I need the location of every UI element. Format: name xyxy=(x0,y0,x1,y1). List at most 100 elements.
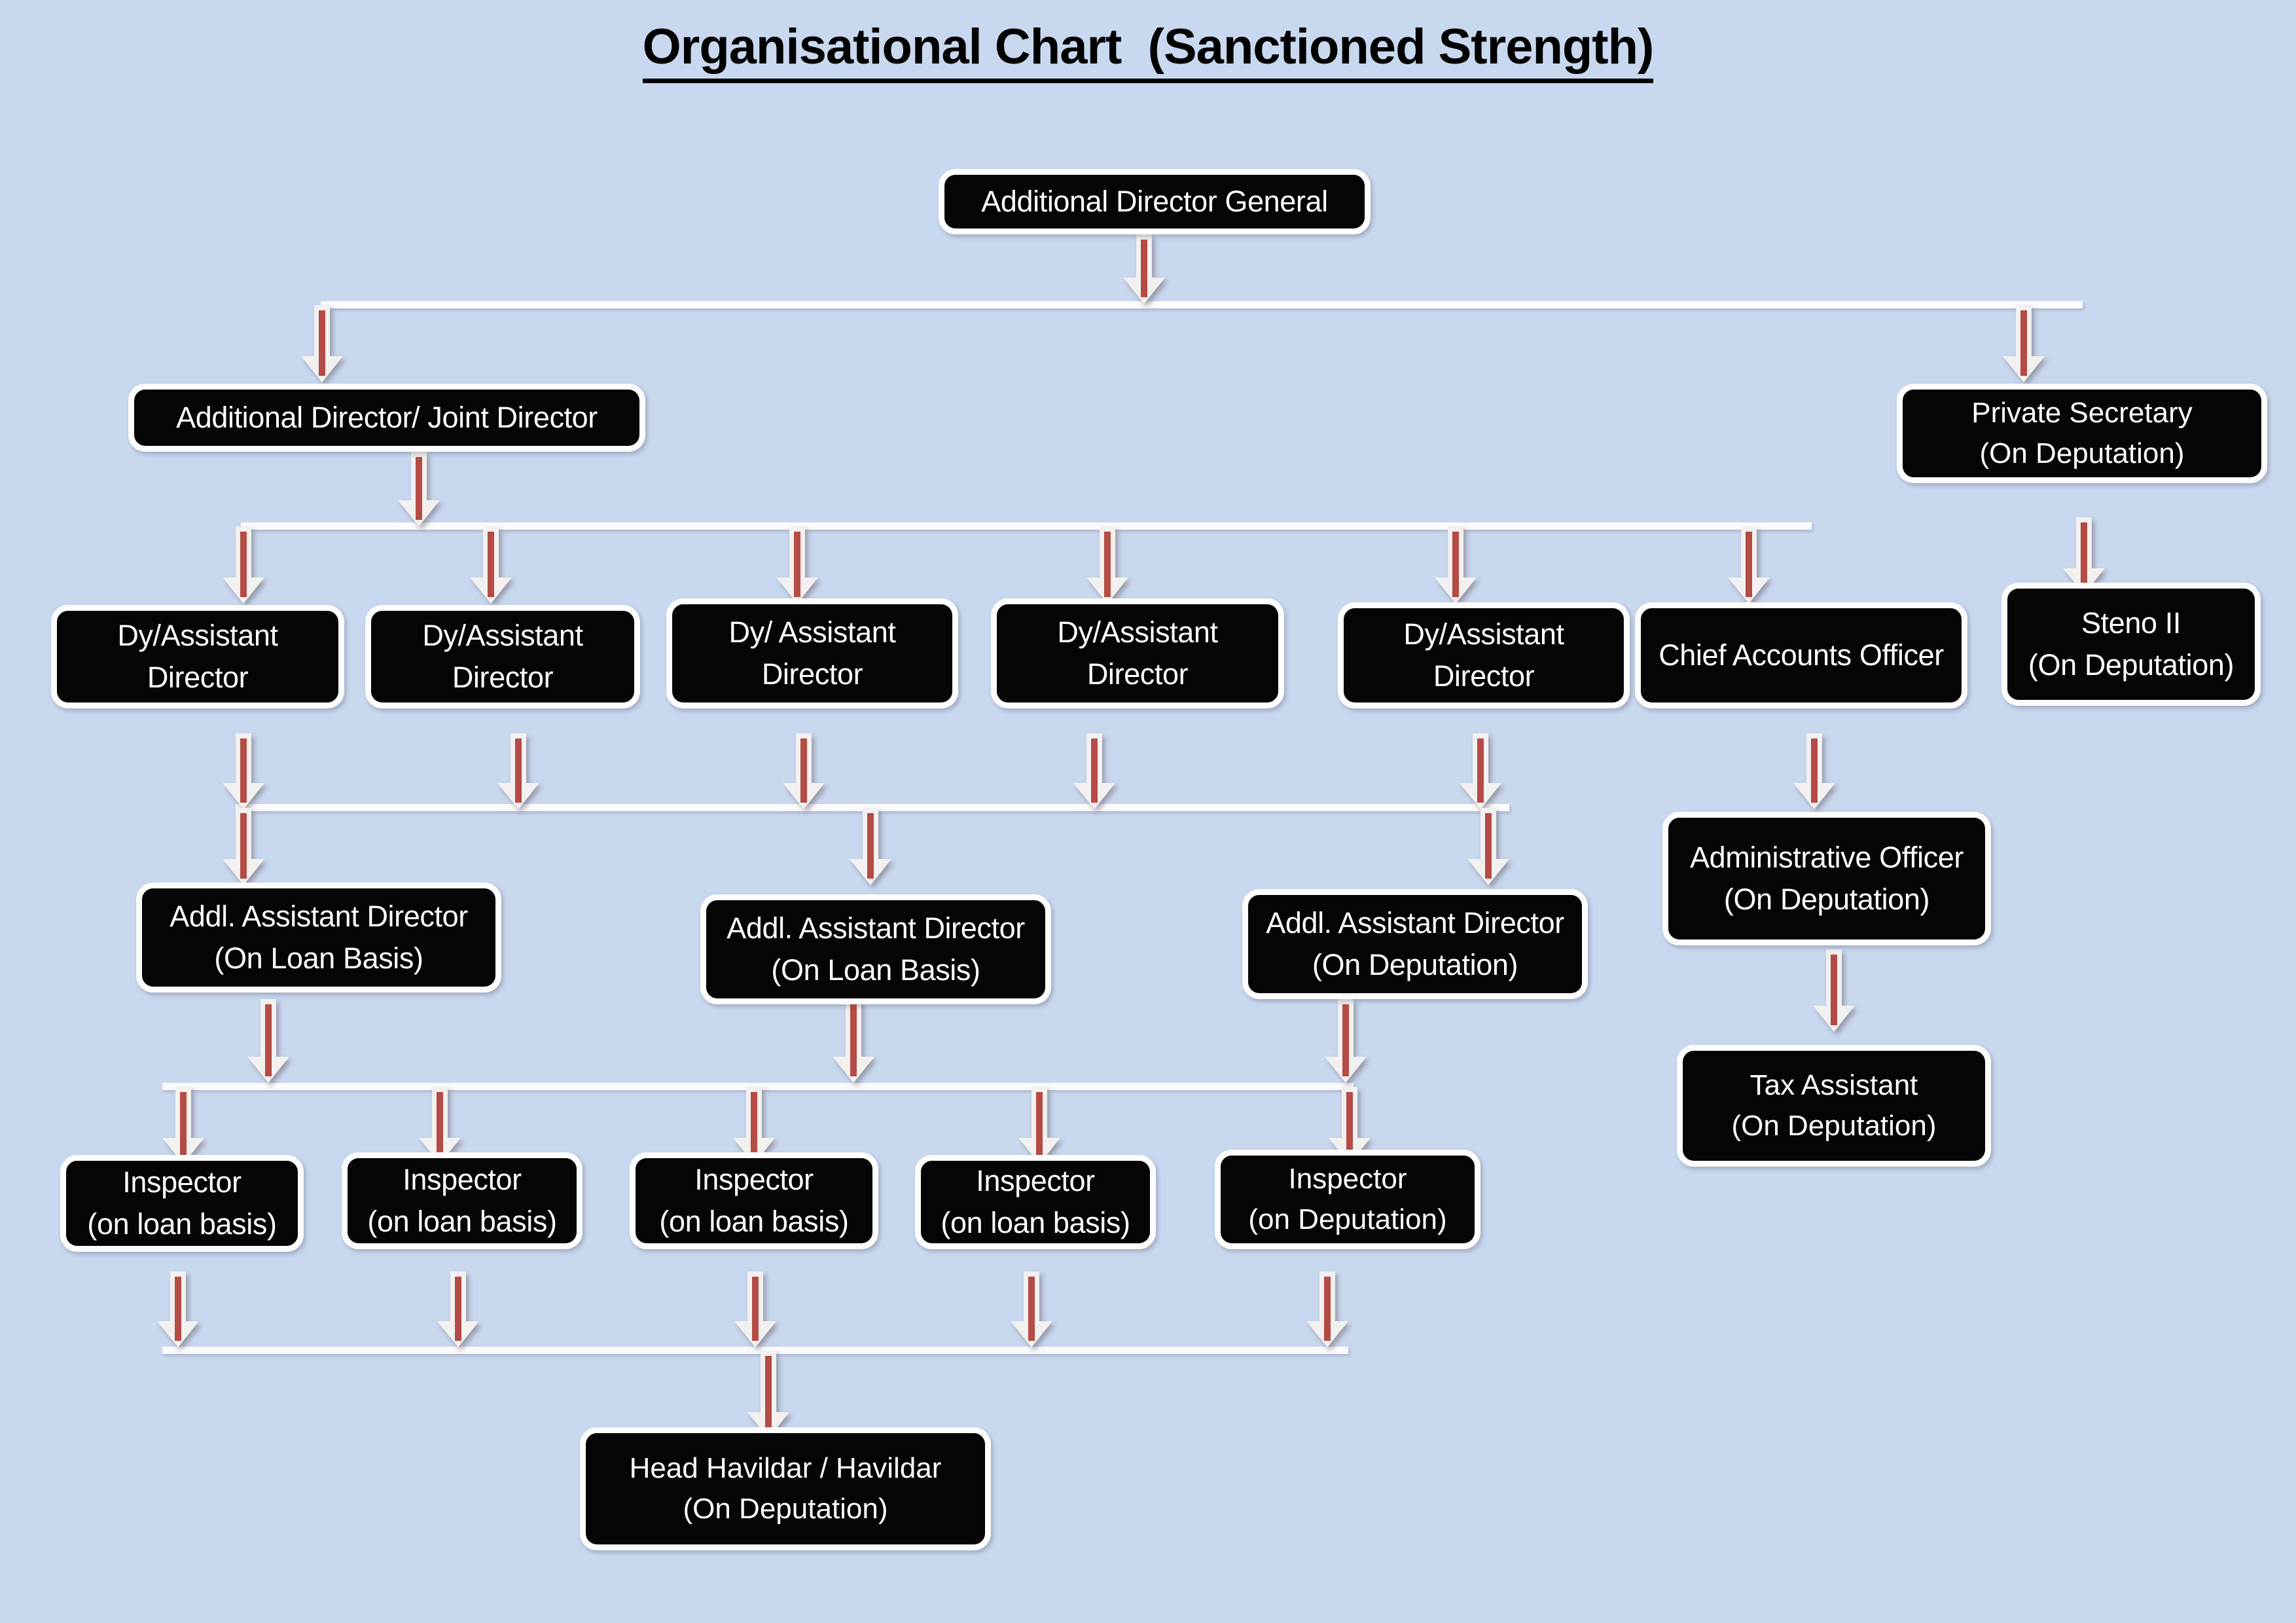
node-label-line1: Private Secretary xyxy=(1971,396,2193,429)
arrow-to-dy-ad-3 xyxy=(776,526,818,605)
node-label-line1: Tax Assistant xyxy=(1749,1068,1918,1101)
node-label-line1: Chief Accounts Officer xyxy=(1659,638,1944,672)
node-label-line2: (on loan basis) xyxy=(87,1207,277,1241)
node-label-line1: Addl. Assistant Director xyxy=(726,911,1025,945)
arrow-dy-ad-4-down xyxy=(1073,733,1115,811)
node-label-line1: Inspector xyxy=(694,1163,814,1197)
node-addl-assistant-director-3[interactable]: Addl. Assistant Director (On Deputation) xyxy=(1242,889,1588,999)
arrow-to-addl-ad-1 xyxy=(223,808,264,886)
arrow-to-additional-director xyxy=(301,305,343,384)
node-inspector-4[interactable]: Inspector (on loan basis) xyxy=(915,1155,1156,1249)
arrow-to-administrative-officer xyxy=(1793,733,1835,811)
arrow-dy-ad-5-down xyxy=(1460,733,1501,811)
arrow-inspector-1-down xyxy=(157,1271,199,1349)
node-label-line1: Inspector xyxy=(403,1163,522,1197)
arrow-adjd-down xyxy=(398,452,440,528)
connector-bar-level5 xyxy=(162,1347,1348,1354)
node-inspector-1[interactable]: Inspector (on loan basis) xyxy=(60,1155,304,1252)
arrow-to-chief-accounts-officer xyxy=(1728,526,1770,605)
arrow-adg-down xyxy=(1123,234,1165,305)
arrow-to-addl-ad-2 xyxy=(850,808,891,886)
arrow-to-inspector-5 xyxy=(1329,1087,1371,1165)
node-addl-assistant-director-2[interactable]: Addl. Assistant Director (On Loan Basis) xyxy=(700,894,1051,1004)
node-label-line1: Dy/ Assistant xyxy=(728,615,896,649)
node-private-secretary[interactable]: Private Secretary (On Deputation) xyxy=(1897,384,2267,483)
node-additional-director-general[interactable]: Additional Director General xyxy=(939,169,1371,234)
arrow-to-steno-ii xyxy=(2063,517,2105,596)
connector-bar-level3 xyxy=(236,804,1509,811)
arrow-to-inspector-2 xyxy=(419,1087,461,1165)
node-head-havildar[interactable]: Head Havildar / Havildar (On Deputation) xyxy=(580,1427,991,1550)
arrow-to-dy-ad-1 xyxy=(223,526,264,605)
node-inspector-5[interactable]: Inspector (on Deputation) xyxy=(1215,1150,1480,1249)
node-label-line1: Dy/Assistant xyxy=(422,619,583,653)
node-additional-director-joint-director[interactable]: Additional Director/ Joint Director xyxy=(128,384,645,452)
node-administrative-officer[interactable]: Administrative Officer (On Deputation) xyxy=(1662,812,1991,945)
connector-bar-level2 xyxy=(241,522,1812,530)
node-dy-assistant-director-2[interactable]: Dy/Assistant Director xyxy=(365,605,640,708)
node-dy-assistant-director-5[interactable]: Dy/Assistant Director xyxy=(1338,602,1630,708)
node-label-line2: (On Deputation) xyxy=(1312,948,1518,981)
node-dy-assistant-director-4[interactable]: Dy/Assistant Director xyxy=(991,598,1284,708)
node-label-line1: Administrative Officer xyxy=(1690,841,1964,875)
node-chief-accounts-officer[interactable]: Chief Accounts Officer xyxy=(1635,602,1967,708)
connector-bar-level1 xyxy=(321,301,2083,308)
node-label-line2: (On Loan Basis) xyxy=(214,941,423,975)
arrow-inspector-2-down xyxy=(437,1271,479,1349)
node-label-line2: (On Deputation) xyxy=(1979,437,2185,469)
node-inspector-2[interactable]: Inspector (on loan basis) xyxy=(342,1152,583,1249)
node-steno-ii[interactable]: Steno II (On Deputation) xyxy=(2001,583,2261,706)
node-dy-assistant-director-1[interactable]: Dy/Assistant Director xyxy=(51,605,344,708)
arrow-addl-ad-1-down xyxy=(247,999,289,1084)
arrow-inspector-3-down xyxy=(734,1271,776,1349)
node-addl-assistant-director-1[interactable]: Addl. Assistant Director (On Loan Basis) xyxy=(136,883,501,993)
arrow-dy-ad-3-down xyxy=(783,733,825,811)
node-label-line2: (on loan basis) xyxy=(941,1206,1130,1239)
arrow-to-tax-assistant xyxy=(1813,949,1855,1033)
node-label-line2: (On Deputation) xyxy=(1723,883,1930,916)
node-label-line2: Director xyxy=(452,661,554,694)
node-label-line2: (On Deputation) xyxy=(1731,1110,1937,1142)
node-dy-assistant-director-3[interactable]: Dy/ Assistant Director xyxy=(666,598,958,708)
node-label-line1: Additional Director General xyxy=(981,185,1328,219)
node-label-line2: Director xyxy=(147,661,249,694)
arrow-inspector-5-down xyxy=(1306,1271,1348,1349)
node-label-line2: (On Deputation) xyxy=(683,1493,888,1525)
node-label-line1: Addl. Assistant Director xyxy=(170,900,468,934)
node-label-line1: Dy/Assistant xyxy=(1057,615,1218,649)
node-label-line1: Addl. Assistant Director xyxy=(1266,906,1564,940)
page-title-text: Organisational Chart (Sanctioned Strengt… xyxy=(642,19,1654,83)
node-label-line2: Director xyxy=(1433,659,1535,693)
arrow-to-inspector-3 xyxy=(733,1087,775,1165)
arrow-to-dy-ad-4 xyxy=(1086,526,1128,605)
arrow-to-private-secretary xyxy=(2003,305,2045,384)
node-label-line2: Director xyxy=(761,657,863,691)
node-tax-assistant[interactable]: Tax Assistant (On Deputation) xyxy=(1677,1045,1991,1167)
arrow-addl-ad-3-down xyxy=(1325,999,1367,1084)
node-label-line1: Inspector xyxy=(1288,1162,1407,1195)
node-label-line1: Dy/Assistant xyxy=(117,619,278,653)
arrow-to-dy-ad-5 xyxy=(1435,526,1477,605)
arrow-inspector-4-down xyxy=(1011,1271,1052,1349)
arrow-dy-ad-2-down xyxy=(497,733,539,811)
node-inspector-3[interactable]: Inspector (on loan basis) xyxy=(630,1152,878,1249)
node-label-line2: (on Deputation) xyxy=(1248,1203,1447,1235)
node-label-line1: Inspector xyxy=(122,1165,242,1199)
node-label-line1: Inspector xyxy=(976,1164,1095,1198)
node-label-line2: (On Deputation) xyxy=(2028,648,2234,682)
node-label-line1: Steno II xyxy=(2081,606,2181,640)
arrow-to-head-havildar xyxy=(747,1351,789,1440)
node-label-line2: (on loan basis) xyxy=(659,1205,849,1238)
connector-bar-level4 xyxy=(162,1083,1354,1090)
node-label-line1: Additional Director/ Joint Director xyxy=(176,401,598,435)
arrow-to-inspector-1 xyxy=(162,1087,204,1165)
arrow-addl-ad-2-down xyxy=(833,999,874,1084)
node-label-line2: (On Loan Basis) xyxy=(771,953,980,987)
arrow-to-inspector-4 xyxy=(1018,1087,1060,1165)
page-title: Organisational Chart (Sanctioned Strengt… xyxy=(0,18,2296,83)
arrow-dy-ad-1-down xyxy=(223,733,264,811)
arrow-to-addl-ad-3 xyxy=(1467,808,1509,886)
node-label-line1: Head Havildar / Havildar xyxy=(629,1451,942,1484)
arrow-to-dy-ad-2 xyxy=(470,526,512,605)
